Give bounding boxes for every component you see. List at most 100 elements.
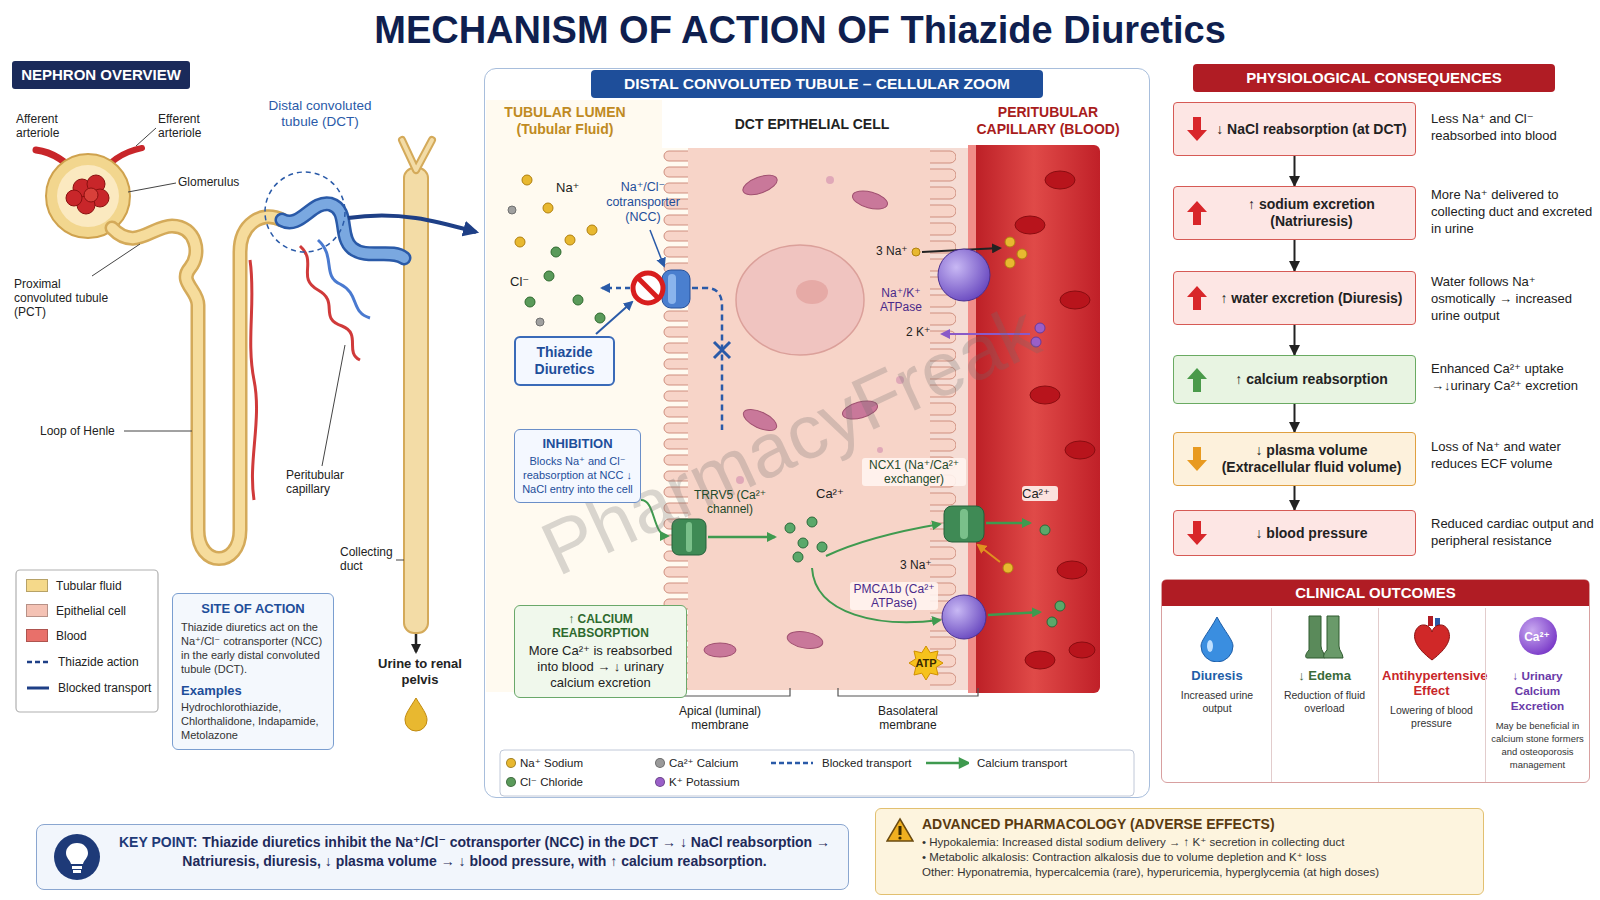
node-text: ↓ plasma volume (Extracellular fluid vol… (1214, 442, 1409, 476)
legend-line-sample (26, 682, 50, 694)
icon-symbol (1185, 445, 1209, 473)
legend-text: Calcium transport (977, 756, 1067, 770)
drawing-circle (826, 176, 834, 184)
node-text: Diuresis (1167, 668, 1267, 683)
label: DCT EPITHELIAL CELL (712, 116, 912, 133)
node-text: DISTAL CONVOLUTED TUBULE – CELLULAR ZOOM (591, 70, 1043, 98)
label: Efferent arteriole (158, 112, 230, 140)
label: TUBULAR LUMEN (Tubular Fluid) (490, 104, 640, 138)
drawing-svg (1185, 199, 1209, 227)
zoom-panel: DISTAL CONVOLUTED TUBULE – CELLULAR ZOOM… (484, 68, 1150, 798)
drawing-path (402, 140, 432, 170)
node-text: ADVANCED PHARMACOLOGY (ADVERSE EFFECTS) (922, 815, 1473, 833)
label: Na⁺ (556, 180, 584, 195)
drawing-path (1414, 625, 1449, 660)
drawing-circle (508, 206, 516, 214)
process-box: ↑ sodium excretion (Natriuresis) (1173, 186, 1416, 240)
node-text: ↓ Edema (1275, 668, 1374, 683)
drawing-rect (668, 274, 676, 304)
legend-text: Blocked transport (822, 756, 912, 770)
legend-text: Ca²⁺ Calcium (669, 756, 738, 770)
legend-text: K⁺ Potassium (669, 775, 740, 789)
drawing-ellipse (1060, 291, 1090, 309)
drawing-svg (1185, 366, 1209, 394)
drawing-line (638, 278, 658, 298)
legend-frame (16, 570, 158, 712)
drawing-svg (1185, 115, 1209, 143)
drawing-svg (1185, 445, 1209, 473)
drawing-svg (1303, 614, 1347, 662)
section-band: PHYSIOLOGICAL CONSEQUENCES (1193, 64, 1555, 92)
label: Na⁺/Cl⁻ cotransporter (NCC) (587, 180, 699, 225)
drawing-circle (807, 517, 817, 527)
node-text: KEY POINT: (119, 834, 197, 850)
drawing-path (1187, 201, 1207, 225)
node-text: Other: Hyponatremia, hypercalcemia (rare… (922, 865, 1473, 880)
legend-swatch (26, 604, 48, 617)
node-text: ↑ calcium reabsorption (1235, 371, 1387, 388)
leader-lines (92, 128, 404, 560)
icon-symbol (1185, 199, 1209, 227)
node-text: NEPHRON OVERVIEW (20, 66, 182, 84)
legend-swatch (506, 758, 516, 768)
drawing-svg (1185, 284, 1209, 312)
legend-text: Epithelial cell (56, 604, 126, 618)
node-text: Antihypertensive Effect (1382, 668, 1481, 698)
drawing-path (1187, 117, 1207, 141)
drawing-circle (525, 297, 535, 307)
drawing-ellipse (1057, 561, 1087, 579)
drawing-circle (587, 225, 597, 235)
drawing-circle (898, 836, 901, 839)
drawing-path (282, 204, 404, 258)
drawing-path (1201, 617, 1233, 662)
drawing-circle (1047, 617, 1057, 627)
node-text: Blocks Na⁺ and Cl⁻ reabsorption at NCC ↓… (521, 454, 634, 496)
label: Ca²⁺ (1517, 629, 1557, 645)
drawing-circle (793, 552, 803, 562)
drawing-path (112, 217, 282, 559)
label: Loss of Na⁺ and water reduces ECF volume (1431, 438, 1595, 472)
info-box: SITE OF ACTIONThiazide diuretics act on … (172, 593, 334, 750)
drawing-path (112, 217, 282, 559)
drawing-circle (1040, 525, 1050, 535)
legend-text: Tubular fluid (56, 579, 122, 593)
legend-text: Blood (56, 629, 87, 643)
drawing-line (415, 634, 418, 652)
drawing-rect (899, 826, 902, 835)
drawing-circle (84, 188, 98, 202)
label: Basolateral membrane (853, 704, 963, 732)
drawing-ellipse (740, 171, 779, 198)
drawing-path (812, 568, 940, 622)
drawing-circle (633, 273, 663, 303)
legend-text: Blocked transport (58, 681, 151, 695)
drawing-svg (1410, 614, 1454, 662)
icon-symbol (1303, 614, 1347, 662)
legend-swatch (655, 758, 665, 768)
label: Ca²⁺ (816, 486, 852, 501)
drawing-ellipse (1030, 386, 1060, 404)
node-text: ↓ blood pressure (1255, 525, 1367, 542)
label: Reduced cardiac output and peripheral re… (1431, 515, 1595, 549)
drawing-circle (817, 542, 827, 552)
drawing-path (282, 204, 404, 258)
label: NCX1 (Na⁺/Ca²⁺ exchanger) (862, 458, 966, 486)
label: Collecting duct (340, 545, 402, 573)
label: 3 Na⁺ (900, 558, 938, 572)
label: Glomerulus (178, 175, 258, 189)
drawing-path (714, 342, 730, 358)
node-text: Hydrochlorothiazide, Chlorthalidone, Ind… (181, 700, 325, 742)
legend-swatch (506, 777, 516, 787)
drawing-ellipse (1015, 216, 1045, 234)
label: PMCA1b (Ca²⁺ ATPase) (850, 582, 938, 610)
drawing-path (1305, 616, 1324, 658)
drawing-ellipse (704, 643, 736, 657)
legend-line-sample (770, 757, 814, 769)
legend-frame (500, 750, 1134, 796)
label: Afferent arteriole (16, 112, 88, 140)
drawing-svg (1195, 614, 1239, 662)
drawing-path (988, 612, 1040, 615)
drawing-path (1187, 286, 1207, 310)
drawing-path (1323, 616, 1342, 658)
drawing-rect (960, 509, 968, 539)
drawing-path (402, 140, 432, 170)
